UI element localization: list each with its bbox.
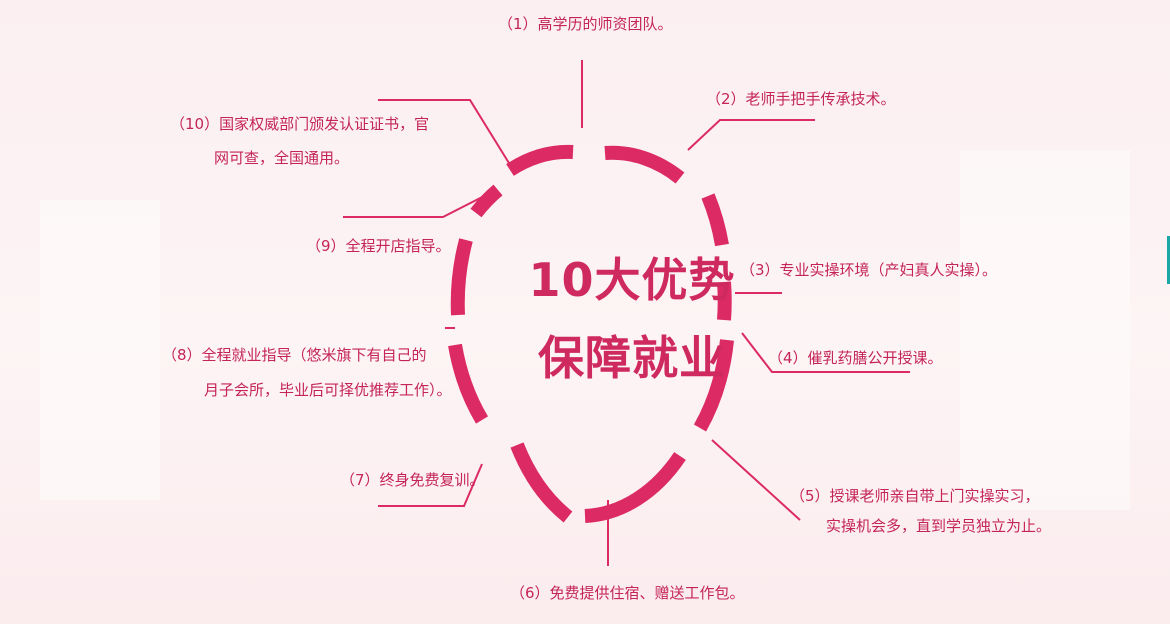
ring-segment [708,196,722,245]
item-6-label: （6）免费提供住宿、赠送工作包。 [510,583,745,603]
item-7-label: （7）终身免费复训。 [340,470,485,490]
item-8-label-line2: 月子会所，毕业后可择优推荐工作）。 [204,380,452,400]
item-4-label: （4）催乳药膳公开授课。 [768,348,943,368]
ring-segment [517,445,568,517]
ring-segment [585,456,680,516]
item-9-label: （9）全程开店指导。 [306,236,451,256]
item-10-label-line1: （10）国家权威部门颁发认证证书，官 [170,114,429,134]
connector-5 [712,440,800,520]
item-2-label: （2）老师手把手传承技术。 [706,89,896,109]
item-10-label-line2: 网可查，全国通用。 [214,148,349,168]
item-5-label-line1: （5）授课老师亲自带上门实操实习， [790,486,1040,506]
ring-segment [605,153,680,178]
connector-9 [343,193,490,217]
center-title-line2: 保障就业 [492,330,772,386]
item-5-label-line2: 实操机会多，直到学员独立为止。 [826,516,1051,536]
ring-segment [458,240,466,315]
ring-segment [455,345,482,420]
center-title-line1: 10大优势 [492,252,772,308]
connector-2 [688,120,815,150]
ring-segment [510,152,573,170]
item-3-label: （3）专业实操环境（产妇真人实操）。 [740,260,997,280]
connector-10 [378,100,512,168]
item-8-label-line1: （8）全程就业指导（悠米旗下有自己的 [162,345,427,365]
item-1-label: （1）高学历的师资团队。 [498,14,673,34]
